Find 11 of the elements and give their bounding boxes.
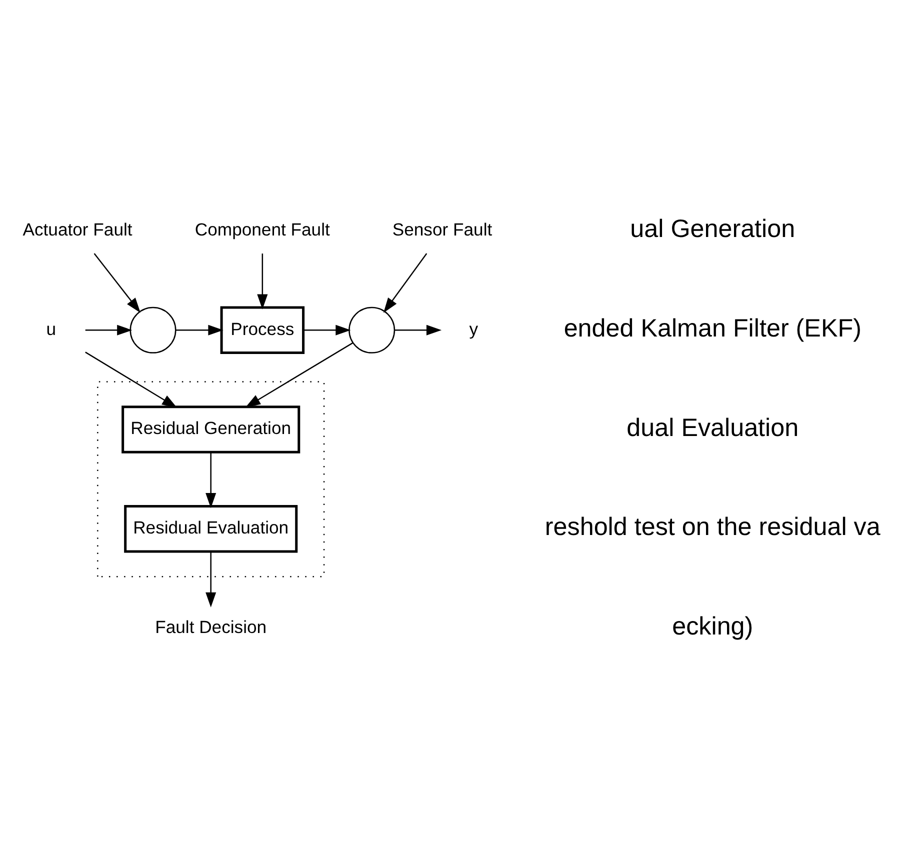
- label: ecking): [672, 612, 753, 640]
- node-text: u: [46, 318, 56, 339]
- node-text: Component Fault: [194, 219, 330, 240]
- label: ended Kalman Filter (EKF): [563, 314, 861, 342]
- node-text: Actuator Fault: [22, 219, 132, 240]
- label: dual Evaluation: [626, 414, 798, 442]
- node-text: y: [468, 318, 478, 339]
- label: reshold test on the residual va: [544, 513, 880, 542]
- node-text: Sensor Fault: [392, 219, 492, 240]
- label: ual Generation: [630, 215, 795, 244]
- node-text: Fault Decision: [154, 616, 266, 637]
